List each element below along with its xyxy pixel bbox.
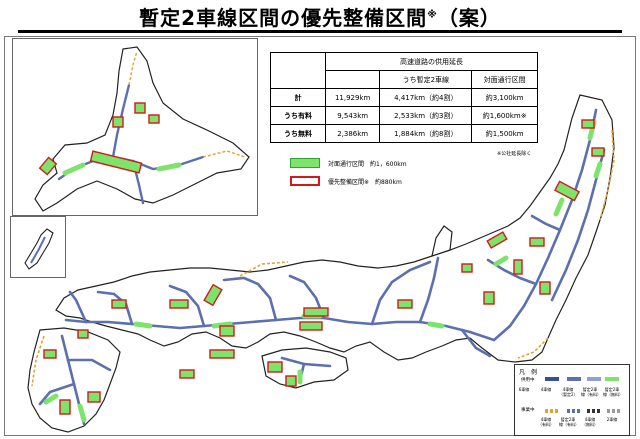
- table-row: うち有料 9,543km 2,533km（約3割） 約1,600km※: [270, 106, 538, 125]
- key-dash: [567, 409, 581, 413]
- key-line-6: [545, 377, 559, 381]
- table-row-label: うち有料: [270, 106, 326, 125]
- table-subheader-row: うち暫定2車線 対面通行区間: [271, 70, 538, 89]
- key-dash: [607, 409, 621, 413]
- key-label: 4車線（無料）: [582, 417, 598, 427]
- title-underline: [18, 30, 622, 33]
- key-dash: [587, 409, 601, 413]
- key-label: 2車線: [606, 417, 618, 422]
- table-row-label: 計: [270, 88, 326, 107]
- key-label: 4車線: [540, 387, 552, 392]
- table-cell-total: 2,386km: [324, 124, 381, 143]
- key-dash: [545, 409, 559, 413]
- table-cell-face-to-face: 約3,100km: [471, 88, 538, 107]
- map-key-group-construction: 事業中: [521, 408, 535, 413]
- expressway-length-table: 高速道路の供用延長 うち暫定2車線 対面通行区間 計 11,929km 4,41…: [270, 52, 538, 143]
- priority-sections: [43, 119, 605, 415]
- hokkaido-inset: [12, 38, 258, 216]
- red-box-swatch: [290, 176, 320, 186]
- table-row-label: うち無料: [270, 124, 326, 143]
- table-blank-subheader: [324, 70, 381, 89]
- page-title: 暫定2車線区間の優先整備区間※（案）: [139, 6, 501, 30]
- expressway-network: [38, 108, 606, 426]
- okinawa-inset: [10, 216, 66, 278]
- map-key-title: 凡 例: [519, 369, 538, 376]
- okinawa-map: [24, 228, 54, 270]
- legend-priority-label: 優先整備区間※ 約880km: [328, 178, 402, 186]
- key-label: 暫定2車線（有料）: [559, 417, 579, 427]
- key-line-4: [567, 377, 581, 381]
- table-header-row: 高速道路の供用延長: [270, 52, 538, 89]
- hokkaido-map: [34, 46, 250, 212]
- map-frame: [4, 36, 636, 436]
- table-header-group: 高速道路の供用延長: [325, 52, 538, 71]
- table-row: うち無料 2,386km 1,884km（約8割） 約1,500km: [270, 124, 538, 143]
- legend-priority: 優先整備区間※ 約880km: [290, 176, 402, 186]
- green-swatch: [290, 158, 320, 168]
- table-empty-corner: [270, 52, 326, 89]
- map-key: 凡 例 供用中 6車線 4車線 4車線（暫定2） 暫定2車線（有料） 暫定2車線…: [514, 364, 630, 436]
- table-col-face-to-face: 対面通行区間: [471, 70, 538, 89]
- table-cell-face-to-face: 約1,500km: [471, 124, 538, 143]
- map-key-group-open: 供用中: [521, 378, 535, 383]
- key-label: 4車線（暫定2）: [559, 387, 578, 397]
- table-col-provisional: うち暫定2車線: [379, 70, 473, 89]
- under-construction-network: [31, 129, 615, 387]
- key-label: 4車線（有料）: [538, 417, 554, 427]
- table-cell-total: 9,543km: [324, 106, 381, 125]
- key-label: 暫定2車線（有料）: [581, 387, 601, 397]
- table-footnote: ※公社延長除く: [497, 151, 532, 157]
- key-line-4p: [587, 377, 601, 381]
- legend-face-to-face-label: 対面通行区間 約1，600km: [328, 160, 407, 168]
- table-cell-provisional: 1,884km（約8割）: [379, 124, 473, 143]
- key-line-2p: [605, 377, 619, 381]
- table-cell-provisional: 2,533km（約3割）: [379, 106, 473, 125]
- noto-peninsula: [431, 225, 453, 257]
- hokkaido-coast: [34, 46, 250, 212]
- face-to-face-sections: [43, 119, 603, 423]
- legend-face-to-face: 対面通行区間 約1，600km: [290, 158, 407, 168]
- key-label: 6車線: [518, 387, 530, 392]
- table-cell-face-to-face: 約1,600km※: [471, 106, 538, 125]
- table-row: 計 11,929km 4,417km（約4割） 約3,100km: [270, 88, 538, 107]
- table-cell-provisional: 4,417km（約4割）: [379, 88, 473, 107]
- table-cell-total: 11,929km: [324, 88, 381, 107]
- key-label: 暫定2車線（無料）: [603, 387, 623, 397]
